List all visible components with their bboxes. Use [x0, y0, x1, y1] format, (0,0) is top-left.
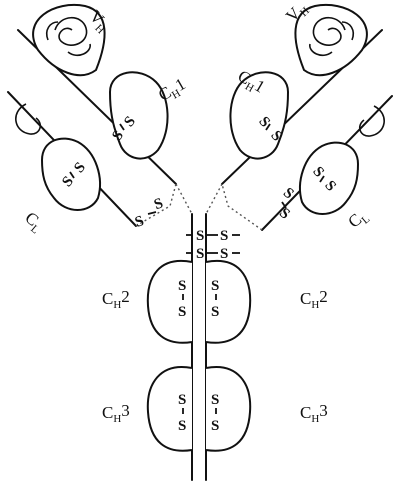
svg-text:S: S	[211, 278, 219, 294]
right-cl-domain	[299, 141, 360, 215]
svg-text:S: S	[152, 195, 165, 213]
svg-text:S: S	[178, 392, 186, 408]
right-ch1-domain	[229, 71, 290, 160]
label-ch2-right: CH2	[300, 287, 328, 311]
right-ch3-domain	[205, 366, 252, 452]
right-ch2-disulfide: S S	[211, 278, 219, 320]
label-ch3-left: CH3	[102, 401, 130, 425]
right-vl-domain	[358, 105, 385, 137]
left-hinge-connector	[175, 183, 193, 215]
left-ch2-domain	[146, 259, 193, 344]
svg-text:S: S	[280, 185, 297, 203]
left-fab-arm: S S S S S S	[7, 3, 193, 231]
svg-text:S: S	[196, 228, 204, 244]
svg-text:S: S	[196, 246, 204, 262]
svg-text:S: S	[133, 213, 146, 231]
label-ch1-left: CH1	[155, 74, 190, 107]
right-ch3-disulfide: S S	[211, 392, 219, 434]
label-ch3-right: CH3	[300, 401, 328, 425]
label-cl-right: CL	[344, 205, 372, 234]
svg-text:S: S	[178, 304, 186, 320]
svg-text:S: S	[211, 304, 219, 320]
right-light-hinge-connector	[221, 183, 263, 231]
fc-region: S S S S S S S S S	[146, 213, 252, 481]
svg-text:S: S	[211, 392, 219, 408]
svg-text:S: S	[220, 228, 228, 244]
left-vh-domain	[32, 3, 106, 77]
hinge-disulfide-upper: S S	[186, 228, 240, 244]
hinge-disulfide-lower: S S	[186, 246, 240, 262]
right-ch2-domain	[205, 259, 252, 344]
svg-text:S: S	[178, 418, 186, 434]
right-hinge-connector	[205, 183, 223, 215]
svg-text:S: S	[178, 278, 186, 294]
left-ch2-disulfide: S S	[178, 278, 186, 320]
left-ch3-domain	[146, 366, 193, 452]
svg-text:S: S	[211, 418, 219, 434]
left-vl-domain	[15, 103, 42, 135]
label-cl-left: CL	[20, 208, 48, 237]
svg-text:S: S	[220, 246, 228, 262]
right-vh-domain	[294, 3, 368, 77]
right-fab-arm: S S S S S S	[205, 3, 393, 231]
svg-text:S: S	[276, 205, 293, 223]
label-ch2-left: CH2	[102, 287, 130, 311]
left-ch1-domain	[108, 71, 169, 160]
left-interchain-disulfide: S S	[133, 195, 165, 230]
left-ch3-disulfide: S S	[178, 392, 186, 434]
